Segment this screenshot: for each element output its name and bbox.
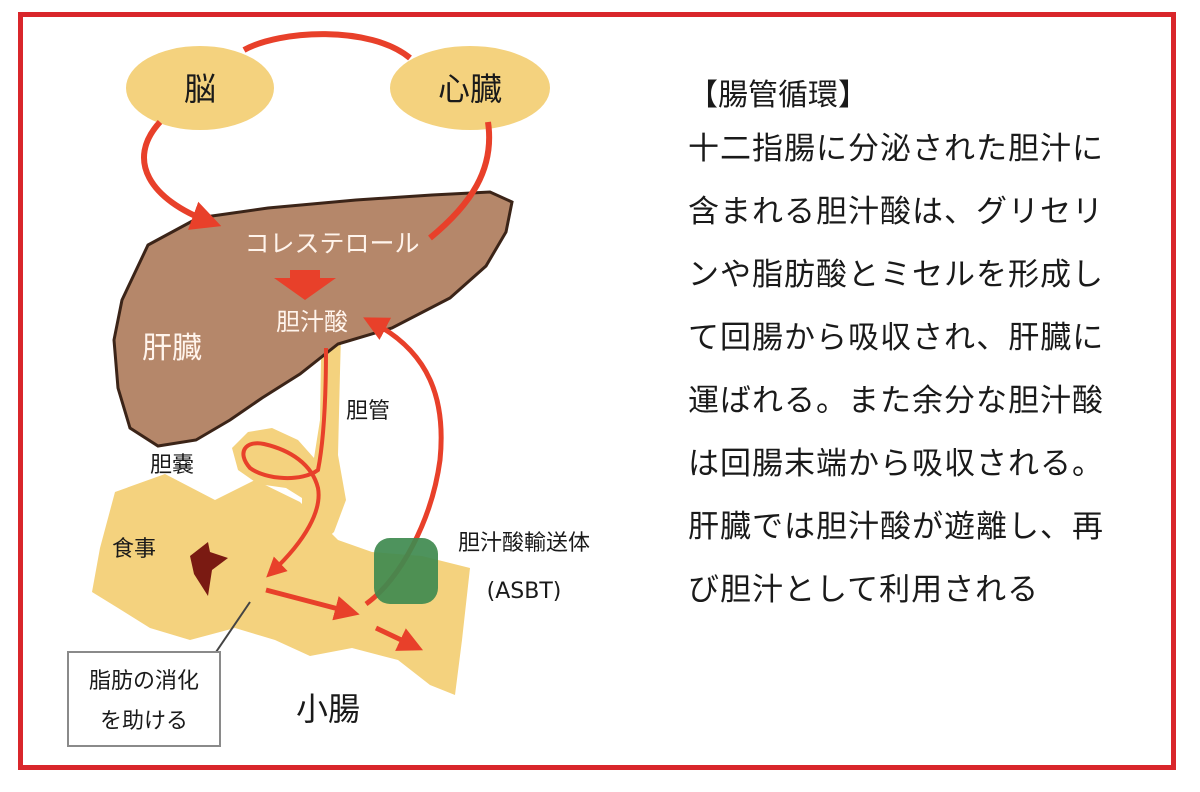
panel-line: 十二指腸に分泌された胆汁に bbox=[688, 131, 1104, 167]
panel-title: 【腸管循環】 bbox=[688, 78, 868, 113]
meal-label: 食事 bbox=[112, 537, 156, 562]
small-intestine-label: 小腸 bbox=[296, 690, 360, 728]
panel-line: は回腸末端から吸収される。 bbox=[688, 446, 1104, 482]
bile-duct-label: 胆管 bbox=[346, 399, 390, 424]
bile-acid-label: 胆汁酸 bbox=[276, 308, 348, 336]
arrow-brain-heart-loop bbox=[242, 31, 412, 61]
brain-label: 脳 bbox=[184, 70, 216, 108]
arrow-intestine-flow-2 bbox=[374, 625, 424, 651]
meal-arrow bbox=[190, 542, 228, 596]
asbt-transporter bbox=[374, 538, 438, 604]
liver-shape bbox=[112, 190, 514, 448]
liver-label: 肝臓 bbox=[142, 331, 202, 366]
arrow-cholesterol-to-bile-acid bbox=[274, 270, 336, 300]
arrow-bile-flow bbox=[241, 347, 328, 578]
panel-line: 運ばれる。また余分な胆汁酸 bbox=[688, 383, 1104, 419]
arrow-heart-to-liver bbox=[428, 121, 493, 241]
small-intestine-shape bbox=[92, 474, 470, 695]
heart-node bbox=[390, 46, 550, 130]
explanation-panel: 【腸管循環】 十二指腸に分泌された胆汁に 含まれる胆汁酸は、グリセリ ンや脂肪酸… bbox=[688, 74, 1168, 622]
fat-digestion-label-line1: 脂肪の消化 bbox=[89, 669, 199, 694]
heart-label: 心臓 bbox=[438, 70, 502, 108]
fat-digestion-label-line2: を助ける bbox=[100, 709, 188, 734]
gallbladder-label: 胆嚢 bbox=[150, 453, 194, 478]
panel-line: び胆汁として利用される bbox=[688, 572, 1040, 608]
arrow-brain-to-liver bbox=[141, 119, 222, 230]
panel-line: て回腸から吸収され、肝臓に bbox=[688, 320, 1105, 356]
fat-digestion-pointer bbox=[213, 601, 251, 656]
cholesterol-label: コレステロール bbox=[244, 229, 419, 258]
fat-digestion-box bbox=[67, 651, 221, 747]
panel-line: 肝臓では胆汁酸が遊離し、再 bbox=[688, 509, 1104, 545]
panel-line: 含まれる胆汁酸は、グリセリ bbox=[688, 194, 1104, 230]
panel-line: ンや脂肪酸とミセルを形成し bbox=[688, 257, 1104, 293]
transporter-abbr-label: (ASBT) bbox=[487, 579, 562, 604]
brain-node bbox=[126, 46, 274, 130]
transporter-label: 胆汁酸輸送体 bbox=[458, 531, 590, 556]
arrow-intestine-flow-1 bbox=[265, 587, 360, 621]
